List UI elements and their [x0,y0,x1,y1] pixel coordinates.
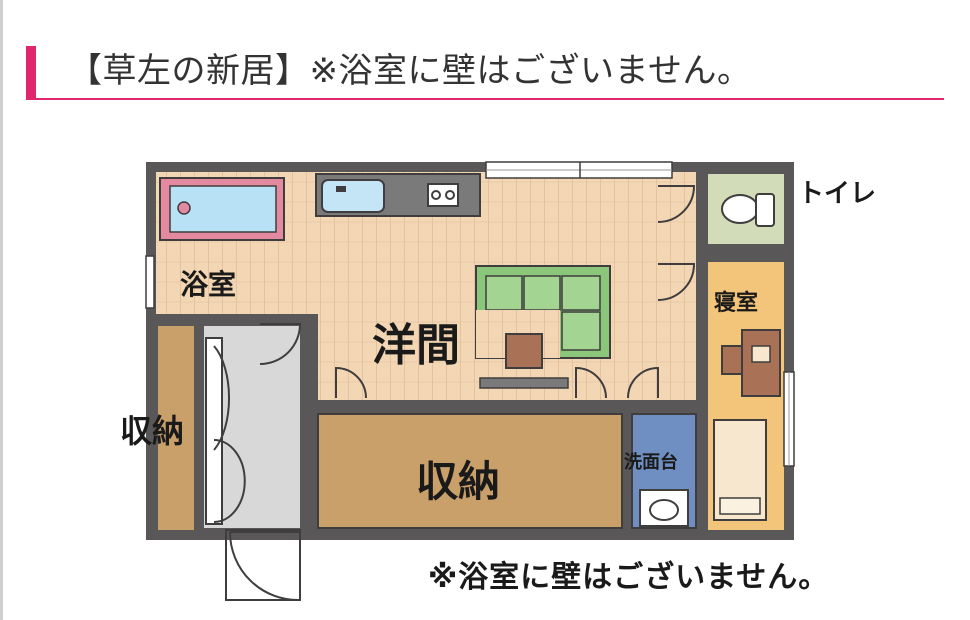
page-header: 【草左の新居】※浴室に壁はございません。 [26,46,944,100]
entrance-door [225,529,301,601]
western-room-label: 洋間 [372,320,460,371]
header-accent-bar [26,46,36,100]
left-storage-floor [158,326,194,530]
bedroom-label: 寝室 [714,290,758,316]
desk-icon [721,329,781,397]
sink-icon [321,179,385,213]
table-icon [479,333,569,389]
bath-wall-note: ※浴室に壁はございません。 [428,560,830,595]
bed-icon [713,419,767,521]
top-window-icon [485,161,673,179]
storage-left-label: 収納 [120,412,184,450]
storage-main-label: 収納 [416,457,500,506]
window-icon [783,371,795,467]
page-title: 【草左の新居】※浴室に壁はございません。 [68,51,752,91]
bathtub-icon [159,177,285,241]
toilet-icon [721,193,775,227]
bath-window-icon [145,255,155,309]
main-storage-floor [317,413,623,529]
stove-icon [427,183,459,207]
washbasin-bowl-icon [649,499,679,521]
page-left-border [0,0,3,620]
toilet-label: トイレ [798,179,876,209]
header-underline [26,98,944,100]
floor-plan: 浴室 洋間 収納 収納 洗面台 寝室 トイレ [110,150,920,610]
closet-door-icon [205,337,246,525]
washbasin-label: 洗面台 [624,451,678,473]
bath-label: 浴室 [180,268,236,301]
